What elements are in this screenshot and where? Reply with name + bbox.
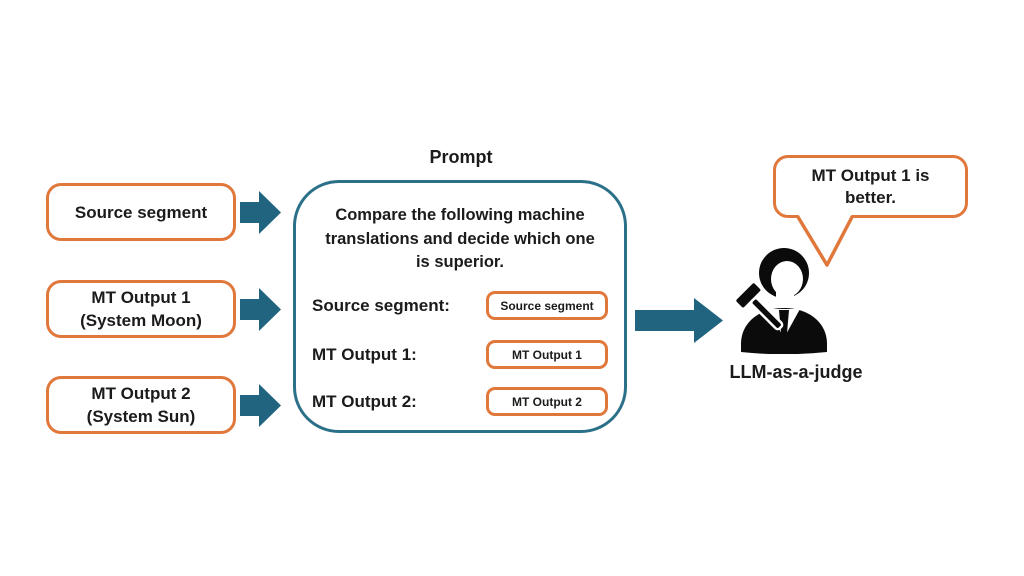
- prompt-row-label: MT Output 2:: [312, 391, 417, 411]
- input-box-label: MT Output 2 (System Sun): [86, 384, 196, 426]
- person-with-gavel-icon: [733, 248, 827, 354]
- prompt-box: Compare the following machine translatio…: [293, 180, 627, 433]
- arrow-right-icon: [635, 298, 723, 343]
- judge-label: LLM-as-a-judge: [729, 362, 863, 382]
- input-box-mt-output-1: MT Output 1 (System Moon): [46, 280, 236, 338]
- gavel-icon: [733, 280, 784, 331]
- prompt-row-label: MT Output 1:: [312, 344, 417, 364]
- prompt-row-mt-output-1: MT Output 1: MT Output 1: [296, 340, 624, 369]
- verdict-speech-bubble: MT Output 1 is better.: [773, 155, 968, 218]
- input-box-mt-output-2: MT Output 2 (System Sun): [46, 376, 236, 434]
- prompt-title: Prompt: [429, 147, 493, 167]
- prompt-row-value-chip: MT Output 2: [486, 387, 608, 416]
- arrow-right-icon: [240, 288, 281, 331]
- input-box-source-segment: Source segment: [46, 183, 236, 241]
- input-box-label: MT Output 1 (System Moon): [80, 288, 202, 330]
- arrow-right-icon: [240, 191, 281, 234]
- prompt-row-label: Source segment:: [312, 295, 450, 315]
- prompt-row-mt-output-2: MT Output 2: MT Output 2: [296, 387, 624, 416]
- prompt-row-value-chip: MT Output 1: [486, 340, 608, 369]
- prompt-row-source-segment: Source segment: Source segment: [296, 291, 624, 320]
- input-box-label: Source segment: [74, 202, 208, 222]
- verdict-text: MT Output 1 is better.: [811, 165, 930, 207]
- prompt-row-value-chip: Source segment: [486, 291, 608, 320]
- speech-bubble-tail: [796, 215, 854, 267]
- arrow-right-icon: [240, 384, 281, 427]
- prompt-instruction: Compare the following machine translatio…: [325, 206, 595, 271]
